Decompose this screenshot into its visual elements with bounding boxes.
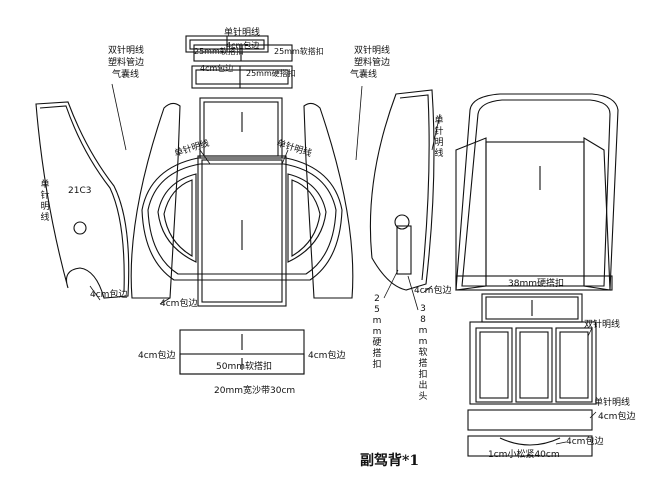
lower-bar xyxy=(179,329,305,375)
label-vertical-25mm: 25 mm 硬 搭 扣 xyxy=(372,294,382,370)
label-left-pipe: 塑料管边 xyxy=(108,58,145,68)
label-lower-4cm-a: 4cm包边 xyxy=(598,412,636,422)
label-top-25-soft: 25mm软搭扣 xyxy=(274,47,324,56)
label-lower-double: 双针明线 xyxy=(584,320,621,330)
mid-strap-block xyxy=(481,293,583,323)
label-left-4cm: 4cm包边 xyxy=(90,290,128,300)
label-right-air: 气囊线 xyxy=(350,70,378,80)
label-top-25-soft-left: 25mm软搭扣 xyxy=(194,47,244,56)
label-lower-4cm-b: 4cm包边 xyxy=(566,437,604,447)
label-top-25-hard: 25mm硬搭扣 xyxy=(246,69,296,78)
label-right-pipe: 塑料管边 xyxy=(354,58,391,68)
label-code: 21C3 xyxy=(68,186,92,196)
label-vertical-38mm: 38 mm 软 搭 扣 出 头 xyxy=(418,304,428,402)
label-left-air: 气囊线 xyxy=(112,70,140,80)
label-bottom-belt: 1cm小松紧40cm xyxy=(488,450,560,460)
leader-lines xyxy=(89,83,597,445)
left-side-panel xyxy=(35,101,130,299)
label-bar-left-4cm: 4cm包边 xyxy=(138,351,176,361)
label-left-single-vertical: 单针明线 xyxy=(40,180,50,223)
label-right-4cm: 4cm包边 xyxy=(414,286,452,296)
lower-pocket-panel xyxy=(469,321,597,405)
label-bar-50mm: 50mm软搭扣 xyxy=(216,362,272,372)
label-back-38mm: 38mm硬搭扣 xyxy=(508,279,564,289)
center-back-panel xyxy=(130,97,354,307)
label-mid-4cm: 4cm包边 xyxy=(160,299,198,309)
label-top-baobian-small: 4cm包边 xyxy=(226,41,260,50)
large-back-panel xyxy=(455,93,619,291)
label-top-single: 单针明线 xyxy=(224,28,261,38)
label-top-4cm: 4cm包边 xyxy=(200,64,234,73)
bottom-strips xyxy=(467,409,593,457)
right-side-panel xyxy=(369,89,435,291)
label-bar-right-4cm: 4cm包边 xyxy=(308,351,346,361)
label-lower-single: 单针明线 xyxy=(594,398,631,408)
diagram-title: 副驾背*1 xyxy=(360,453,420,469)
label-right-double: 双针明线 xyxy=(354,46,391,56)
top-strip-lower xyxy=(191,65,293,89)
label-bar-below: 20mm宽沙带30cm xyxy=(214,386,296,396)
top-strip-middle xyxy=(193,44,293,62)
label-left-double: 双针明线 xyxy=(108,46,145,56)
label-right-single-vertical: 单针明线 xyxy=(434,116,444,159)
